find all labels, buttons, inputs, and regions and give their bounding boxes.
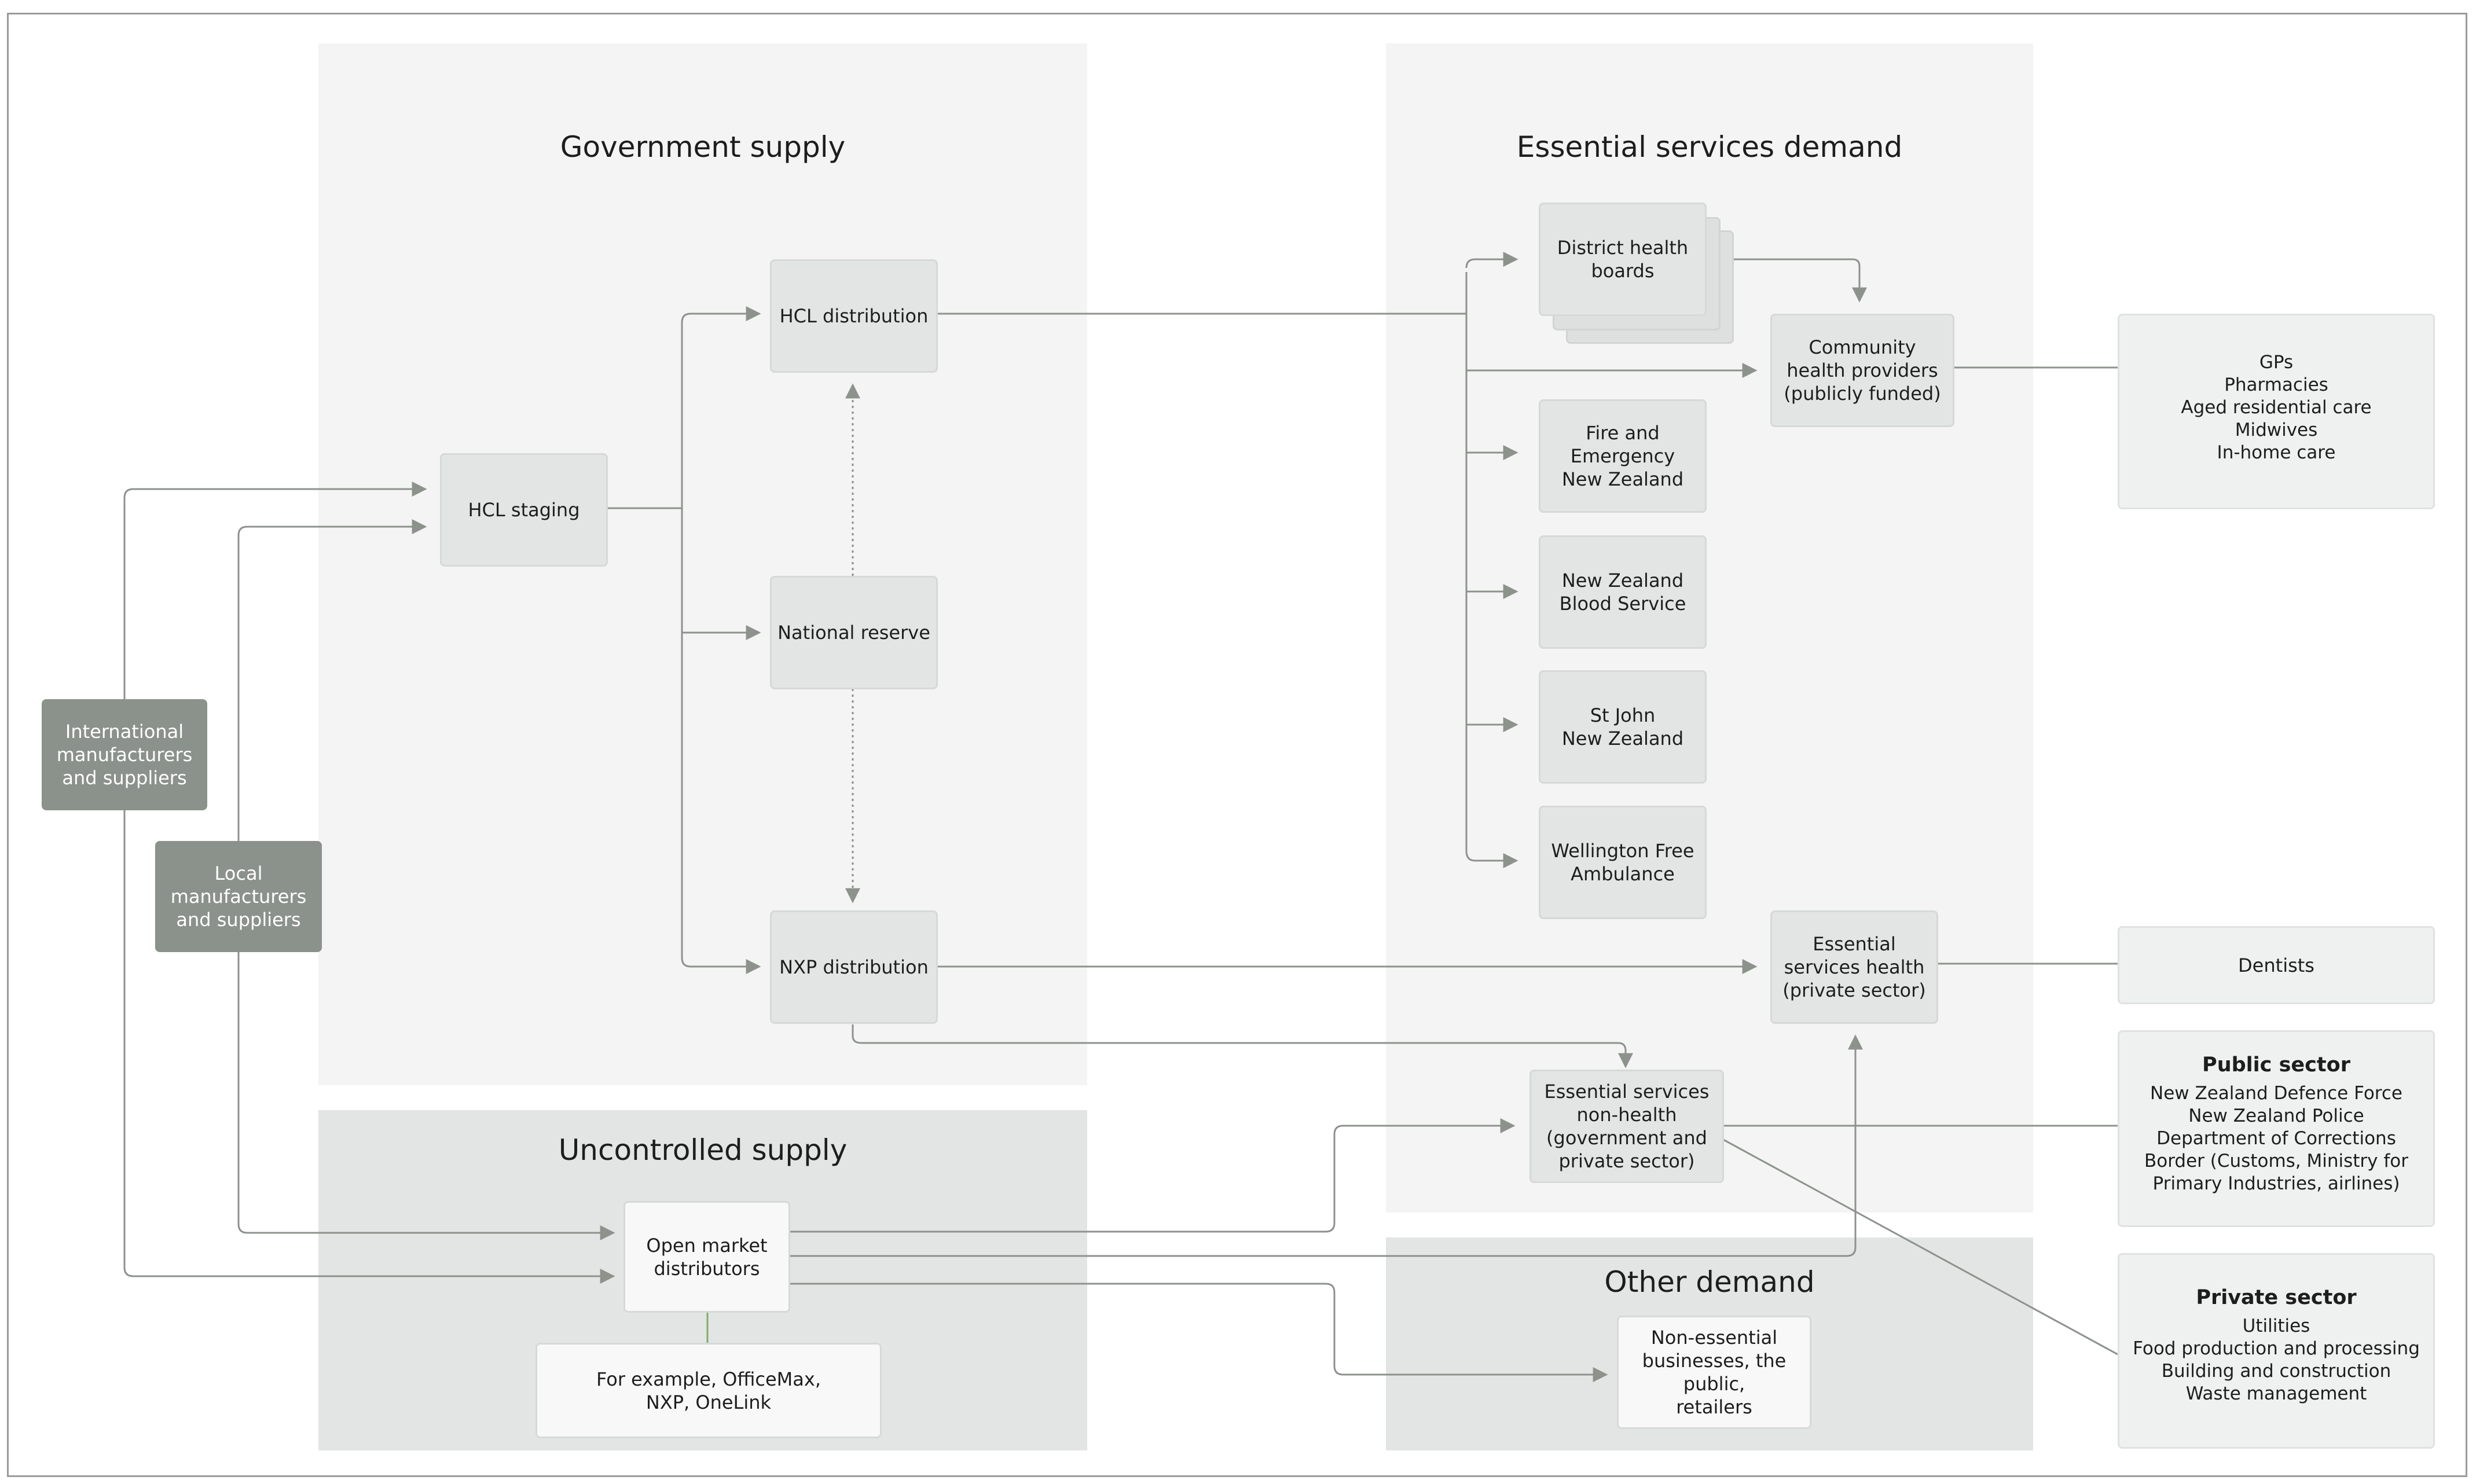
government-supply-title: Government supply	[560, 130, 846, 164]
essential-demand-title: Essential services demand	[1516, 130, 1903, 164]
bus-to-dhb	[1465, 252, 1518, 269]
st-john-node[interactable]: St John New Zealand	[1539, 670, 1707, 784]
blood-service-node[interactable]: New Zealand Blood Service	[1539, 535, 1707, 649]
private-sector-box: Private sector Utilities Food production…	[2118, 1253, 2435, 1449]
community-health-node[interactable]: Community health providers (publicly fun…	[1770, 314, 1954, 427]
uncontrolled-supply-title: Uncontrolled supply	[558, 1133, 848, 1167]
open-market-to-non-health	[790, 1118, 1516, 1233]
public-sector-title: Public sector	[2202, 1053, 2350, 1077]
nxp-to-non-health	[852, 1024, 1633, 1068]
community-list-item: Midwives	[2235, 420, 2318, 440]
junction-to-nxp	[681, 957, 761, 974]
public-sector-item: New Zealand Defence Force	[2150, 1083, 2402, 1104]
intl-to-open-market	[123, 810, 615, 1284]
private-sector-item: Building and construction	[2161, 1361, 2391, 1382]
local-to-hcl-staging	[237, 519, 427, 841]
international-suppliers[interactable]: International manufacturers and supplier…	[42, 699, 207, 810]
local-to-open-market	[237, 952, 615, 1240]
non-health-node[interactable]: Essential services non-health (governmen…	[1529, 1070, 1724, 1183]
public-sector-box: Public sector New Zealand Defence Force …	[2118, 1030, 2435, 1227]
private-sector-item: Waste management	[2185, 1383, 2367, 1404]
community-list-box: GPs Pharmacies Aged residential care Mid…	[2118, 314, 2435, 509]
diagram-frame	[7, 13, 2467, 1477]
private-sector-item: Utilities	[2242, 1316, 2310, 1336]
community-list-item: Aged residential care	[2181, 397, 2372, 418]
wellington-free-ambulance-node[interactable]: Wellington Free Ambulance	[1539, 806, 1707, 919]
private-sector-item: Food production and processing	[2133, 1338, 2420, 1359]
public-sector-item: Primary Industries, airlines)	[2152, 1173, 2400, 1194]
nxp-distribution-node[interactable]: NXP distribution	[770, 910, 938, 1024]
private-sector-title: Private sector	[2196, 1286, 2357, 1309]
private-health-node[interactable]: Essential services health (private secto…	[1770, 910, 1938, 1024]
hcl-distribution-node[interactable]: HCL distribution	[770, 259, 938, 373]
non-essential-node[interactable]: Non-essential businesses, the public, re…	[1617, 1316, 1811, 1429]
local-suppliers[interactable]: Local manufacturers and suppliers	[155, 841, 322, 952]
public-sector-item: New Zealand Police	[2188, 1105, 2364, 1126]
fenz-node[interactable]: Fire and Emergency New Zealand	[1539, 399, 1707, 513]
other-demand-title: Other demand	[1604, 1265, 1815, 1299]
open-market-to-non-essential	[790, 1283, 1608, 1382]
community-list-item: Pharmacies	[2224, 374, 2328, 395]
junction-to-hcl	[681, 306, 761, 958]
national-reserve-node[interactable]: National reserve	[770, 576, 938, 689]
non-health-to-private	[1722, 1138, 2118, 1356]
public-sector-item: Department of Corrections	[2156, 1128, 2396, 1149]
open-market-to-private-health	[790, 1034, 1863, 1257]
public-sector-item: Border (Customs, Ministry for	[2144, 1151, 2408, 1171]
dhb-node[interactable]: District health boards	[1539, 203, 1707, 316]
bus-to-wfa	[1465, 850, 1518, 868]
community-list-item: In-home care	[2217, 442, 2336, 463]
examples-node: For example, OfficeMax, NXP, OneLink	[535, 1343, 882, 1438]
dentists-box: Dentists	[2118, 926, 2435, 1004]
dhb-to-community	[1707, 258, 1867, 303]
intl-to-hcl-staging	[123, 482, 427, 699]
open-market-node[interactable]: Open market distributors	[623, 1201, 790, 1313]
community-list-item: GPs	[2259, 352, 2294, 373]
hcl-staging-node[interactable]: HCL staging	[440, 453, 608, 567]
